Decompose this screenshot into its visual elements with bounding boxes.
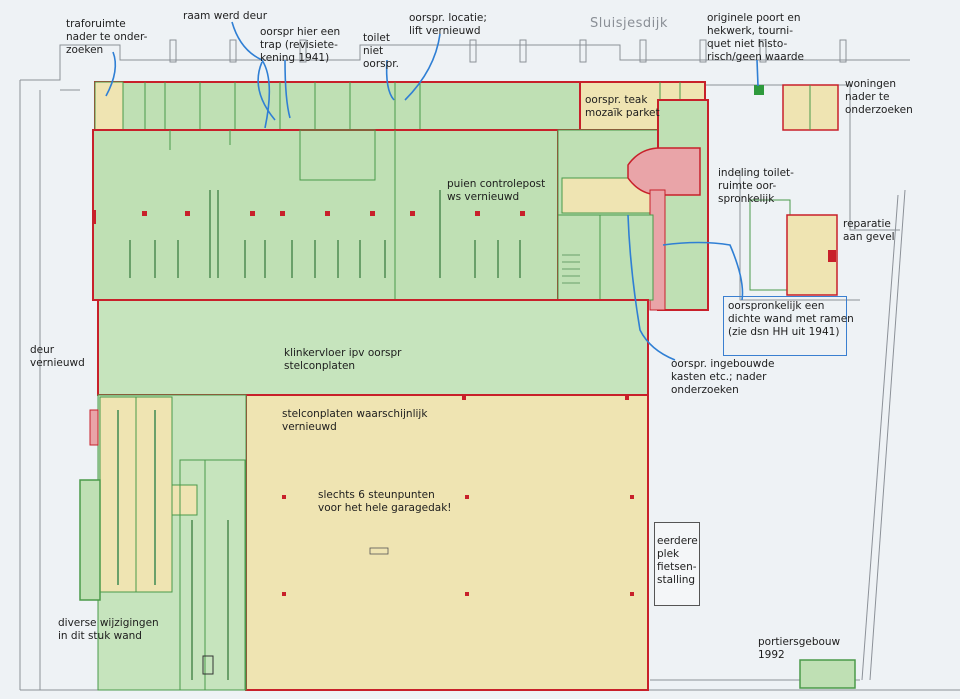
note-toiletruimte: indeling toilet- ruimte oor- spronkelijk: [718, 167, 794, 205]
note-deur: deur vernieuwd: [30, 344, 85, 369]
note-wijzigingen: diverse wijzigingen in dit stuk wand: [58, 617, 159, 642]
annex-portier: [799, 659, 856, 689]
leader-lines: [105, 21, 759, 361]
note-woningen: woningen nader te onderzoeken: [845, 78, 913, 116]
stairs: [562, 254, 580, 284]
note-gevel: reparatie aan gevel: [843, 218, 895, 243]
street-label: Sluisjesdijk: [590, 16, 668, 31]
note-poort: originele poort en hekwerk, tourni- quet…: [707, 12, 804, 63]
column-markers: [92, 210, 525, 224]
note-puien: puien controlepost ws vernieuwd: [447, 178, 546, 203]
note-trafo: traforuimte nader te onder- zoeken: [66, 18, 148, 56]
fence-posts: [169, 39, 847, 63]
note-wand: oorspronkelijk een dichte wand met ramen…: [728, 300, 854, 338]
note-kasten: oorspr. ingebouwde kasten etc.; nader on…: [671, 358, 775, 396]
note-fiets: eerdere plek fietsen- stalling: [657, 535, 698, 586]
main-building: [79, 81, 709, 691]
wand-highlight-box: [723, 296, 847, 356]
annex-reparatie: [749, 199, 838, 296]
support-points: [282, 396, 634, 596]
note-lift: oorspr. locatie; lift vernieuwd: [409, 12, 487, 37]
fiets-box: [654, 522, 700, 606]
note-trap: oorspr hier een trap (revisiete- kening …: [260, 26, 341, 64]
note-raam: raam werd deur: [183, 10, 268, 22]
note-stelcon: stelconplaten waarschijnlijk vernieuwd: [282, 408, 428, 433]
note-toilet: toilet niet oorspr.: [363, 32, 399, 70]
note-steunpunten: slechts 6 steunpunten voor het hele gara…: [318, 489, 452, 514]
lift-posts: [129, 190, 521, 278]
note-portier: portiersgebouw 1992: [758, 636, 841, 661]
note-teak: oorspr. teak mozaïk parket: [585, 94, 660, 119]
annex-woningen: [782, 84, 839, 131]
note-klinker: klinkervloer ipv oorspr stelconplaten: [284, 347, 402, 372]
gate-marker: [754, 85, 764, 95]
